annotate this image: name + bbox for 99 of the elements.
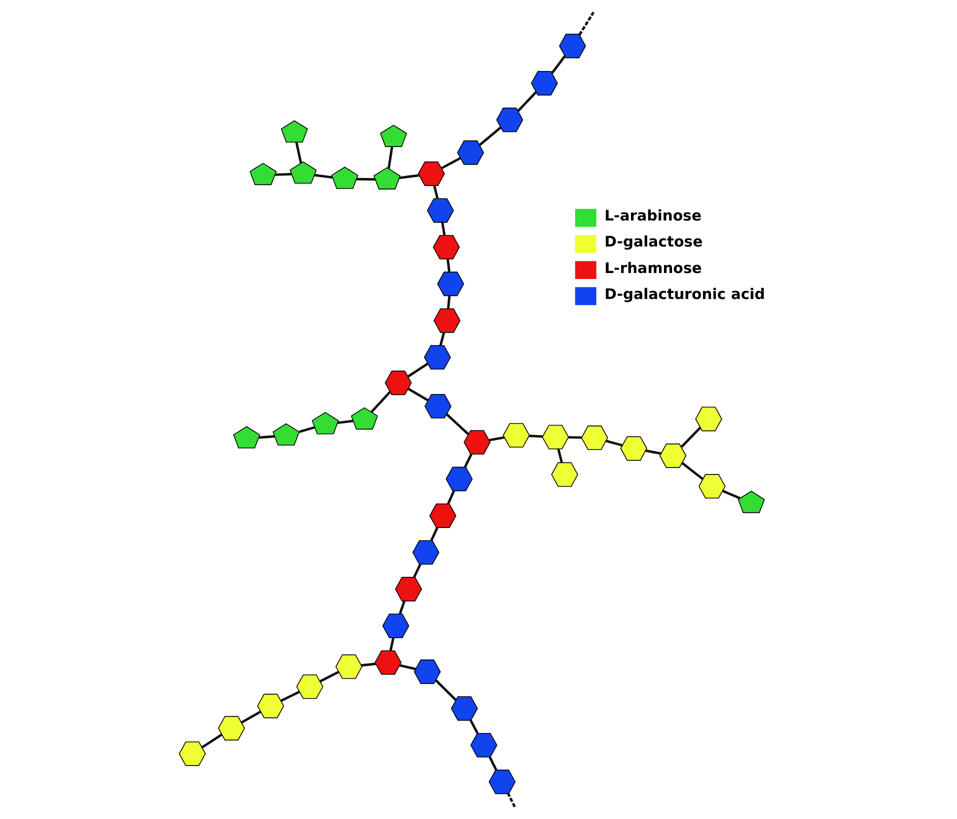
node-hexagon: [659, 444, 686, 468]
connector: [398, 600, 406, 614]
node-hexagon: [382, 614, 410, 638]
legend-label: L-rhamnose: [604, 260, 702, 277]
node-hexagon: [551, 462, 578, 487]
connector: [314, 174, 333, 179]
connector: [447, 490, 455, 504]
connector: [280, 690, 300, 702]
node-hexagon: [695, 406, 722, 432]
connector: [337, 420, 354, 424]
connector: [529, 434, 542, 438]
node-hexagon: [437, 272, 464, 296]
node-hexagon: [530, 70, 558, 96]
connector: [434, 679, 457, 701]
node-hexagon: [457, 140, 484, 165]
connector: [488, 436, 505, 442]
connector: [361, 662, 376, 667]
connector: [408, 388, 429, 402]
node-pentagon: [738, 490, 765, 514]
connector: [568, 436, 582, 439]
node-hexagon: [488, 770, 516, 794]
connector: [557, 448, 563, 463]
connector: [258, 435, 275, 439]
connector: [507, 793, 516, 808]
connector: [682, 462, 704, 480]
connector: [606, 440, 622, 446]
node-hexagon: [418, 162, 445, 186]
connector: [680, 426, 702, 448]
node-pentagon: [290, 161, 317, 184]
connector: [470, 720, 479, 734]
node-hexagon: [433, 308, 461, 333]
node-pentagon: [380, 124, 408, 147]
node-hexagon: [335, 654, 362, 679]
connector: [433, 185, 439, 199]
connector: [722, 490, 741, 500]
connector: [387, 146, 394, 169]
connector: [578, 12, 595, 36]
node-hexagon: [581, 426, 608, 450]
connector: [645, 450, 662, 455]
node-hexagon: [296, 674, 324, 699]
node-hexagon: [178, 741, 206, 766]
node-pentagon: [373, 167, 401, 190]
node-hexagon: [374, 650, 402, 675]
connector: [389, 638, 394, 651]
connector: [441, 222, 446, 236]
connector: [517, 91, 537, 112]
node-hexagon: [450, 696, 478, 721]
connector: [295, 142, 302, 164]
node-hexagon: [432, 234, 460, 260]
legend-label: D-galacturonic acid: [604, 286, 766, 303]
node-pentagon: [280, 120, 308, 143]
legend-label: L-arabinose: [604, 208, 702, 225]
connector: [441, 156, 462, 170]
node-pentagon: [350, 407, 378, 430]
connector: [298, 426, 315, 433]
node-hexagon: [412, 540, 440, 565]
connector: [201, 734, 222, 748]
node-hexagon: [698, 474, 726, 498]
connector: [446, 296, 451, 309]
connector: [430, 527, 438, 541]
node-hexagon: [424, 345, 451, 370]
node-hexagon: [470, 732, 498, 758]
connector: [551, 55, 566, 74]
node-hexagon: [496, 108, 524, 132]
node-hexagon: [426, 198, 454, 223]
node-hexagon: [464, 430, 491, 455]
connector: [446, 413, 470, 436]
legend-label: D-galactose: [604, 234, 703, 251]
node-pentagon: [331, 166, 358, 189]
node-hexagon: [542, 424, 569, 450]
node-hexagon: [384, 370, 412, 396]
node-hexagon: [424, 394, 452, 418]
node-hexagon: [446, 466, 473, 492]
node-hexagon: [502, 423, 530, 448]
node-hexagon: [429, 503, 456, 528]
node-pentagon: [250, 162, 277, 186]
connector: [446, 258, 450, 272]
node-hexagon: [394, 576, 422, 602]
connector: [320, 670, 340, 682]
connector: [478, 126, 502, 146]
connector: [399, 174, 420, 180]
connector: [488, 756, 498, 770]
connector: [413, 564, 422, 578]
node-hexagon: [257, 694, 284, 718]
connector: [399, 664, 416, 670]
connector: [464, 454, 472, 468]
node-hexagon: [620, 436, 648, 461]
node-pentagon: [312, 412, 339, 434]
node-pentagon: [272, 423, 300, 446]
connector: [356, 178, 376, 181]
connector: [370, 390, 391, 413]
node-pentagon: [233, 426, 260, 448]
connector: [407, 362, 428, 378]
node-hexagon: [558, 34, 586, 58]
node-hexagon: [414, 660, 441, 684]
connector: [439, 332, 446, 346]
node-hexagon: [218, 716, 245, 740]
connector: [240, 710, 261, 724]
connector: [275, 172, 292, 176]
